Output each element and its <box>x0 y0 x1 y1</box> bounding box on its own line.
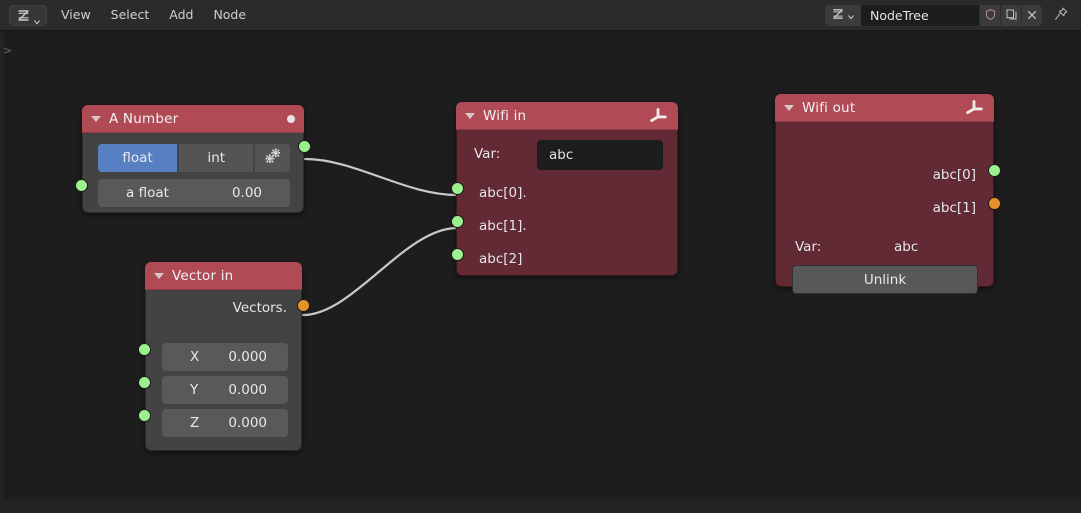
datablock-controls: NodeTree <box>825 0 1081 31</box>
x-icon <box>1026 6 1038 25</box>
socket-vector-x-input[interactable] <box>138 343 151 356</box>
vector-field-y-value: 0.000 <box>228 382 267 398</box>
node-status-dot <box>287 114 295 123</box>
gears-icon <box>263 147 283 169</box>
node-editor-icon <box>16 8 31 23</box>
node-editor-icon <box>831 6 845 25</box>
unlink-datablock-button[interactable] <box>1021 5 1042 26</box>
wifi-out-var-value: abc <box>894 239 919 255</box>
vector-field-z-value: 0.000 <box>228 415 267 431</box>
node-vector-in[interactable]: Vector in Vectors. X 0.000 Y 0.000 Z 0.0… <box>138 262 310 451</box>
node-body-vector-in: Vectors. X 0.000 Y 0.000 Z 0.000 <box>138 290 310 451</box>
socket-vector-y-input[interactable] <box>138 376 151 389</box>
a-float-field-value: 0.00 <box>231 185 262 201</box>
wifi-out-var-label: Var: <box>795 239 822 255</box>
socket-wifi-out-abc0[interactable] <box>988 164 1001 177</box>
node-title-vector-in: Vector in <box>172 267 234 284</box>
socket-vectors-output[interactable] <box>297 299 310 312</box>
datablock-type-selector[interactable] <box>825 5 861 26</box>
editor-header: View Select Add Node <box>0 0 1081 31</box>
number-type-toggle: float int <box>98 144 290 172</box>
socket-abc1[interactable] <box>451 215 464 228</box>
wifi-in-var-label: Var: <box>474 146 501 162</box>
node-title-wifi-out: Wifi out <box>802 99 856 116</box>
fake-user-button[interactable] <box>979 5 1000 26</box>
vector-field-z-label: Z <box>190 415 200 431</box>
node-body-a-number: float int <box>75 133 311 213</box>
node-a-number[interactable]: A Number float int <box>75 105 311 213</box>
socket-a-number-output[interactable] <box>298 140 311 153</box>
socket-a-number-input[interactable] <box>75 179 88 192</box>
socket-wifi-out-abc1[interactable] <box>988 197 1001 210</box>
node-header-a-number[interactable]: A Number <box>82 105 304 133</box>
shield-icon <box>984 6 997 25</box>
three-prong-axis-icon <box>963 97 985 119</box>
unlink-button[interactable]: Unlink <box>792 265 978 294</box>
triangle-down-icon[interactable] <box>465 112 475 119</box>
menu-add[interactable]: Add <box>169 6 194 22</box>
node-title-a-number: A Number <box>109 110 179 127</box>
socket-abc0[interactable] <box>451 182 464 195</box>
toggle-float[interactable]: float <box>98 144 178 172</box>
vector-field-y-label: Y <box>190 382 199 398</box>
pin-button[interactable] <box>1049 5 1073 26</box>
triangle-down-icon[interactable] <box>154 272 164 279</box>
node-links <box>301 157 459 317</box>
wifi-in-output-label-2: abc[2] <box>479 251 523 267</box>
triangle-down-icon[interactable] <box>91 115 101 122</box>
triangle-down-icon[interactable] <box>784 104 794 111</box>
node-title-wifi-in: Wifi in <box>483 107 527 124</box>
menu-node[interactable]: Node <box>213 6 247 22</box>
vector-field-y[interactable]: Y 0.000 <box>162 376 288 404</box>
node-body-wifi-out: abc[0] abc[1] Var: abc Unlink <box>775 122 1001 294</box>
vector-field-x[interactable]: X 0.000 <box>162 343 288 371</box>
pin-icon <box>1053 6 1069 26</box>
socket-abc2[interactable] <box>451 248 464 261</box>
wifi-out-output-label-1: abc[1] <box>932 200 976 216</box>
node-body-wifi-in: Var: abc abc[0]. abc[1]. abc[2] <box>451 130 678 276</box>
toggle-int[interactable]: int <box>179 144 254 172</box>
node-canvas[interactable]: > A Number float int <box>0 31 1081 513</box>
copy-icon <box>1005 6 1018 25</box>
menu-view[interactable]: View <box>61 6 91 22</box>
menu-bar: View Select Add Node <box>61 6 247 22</box>
sidebar-toggle-arrow[interactable]: > <box>3 44 13 57</box>
node-wifi-in[interactable]: Wifi in Var: abc abc[0]. abc[1] <box>451 102 678 276</box>
node-header-vector-in[interactable]: Vector in <box>145 262 302 290</box>
menu-select[interactable]: Select <box>110 6 150 22</box>
wifi-out-output-label-0: abc[0] <box>932 167 976 183</box>
wifi-in-output-label-0: abc[0]. <box>479 185 527 201</box>
chevron-down-icon <box>847 6 855 25</box>
node-wifi-out[interactable]: Wifi out abc[0] abc[1] Var: <box>775 94 1001 294</box>
editor-type-selector[interactable] <box>9 4 47 26</box>
socket-vector-z-input[interactable] <box>138 409 151 422</box>
nodetree-datablock: NodeTree <box>825 5 1042 26</box>
a-float-field[interactable]: a float 0.00 <box>98 179 290 207</box>
vector-output-label: Vectors. <box>232 300 287 316</box>
nodetree-name-field[interactable]: NodeTree <box>861 5 979 26</box>
three-prong-axis-icon <box>647 105 669 127</box>
duplicate-datablock-button[interactable] <box>1000 5 1021 26</box>
vector-field-x-label: X <box>190 349 200 365</box>
node-header-wifi-in[interactable]: Wifi in <box>456 102 678 130</box>
canvas-left-edge <box>0 31 4 513</box>
node-header-wifi-out[interactable]: Wifi out <box>775 94 994 122</box>
wifi-in-var-input[interactable]: abc <box>537 140 663 170</box>
wifi-in-output-label-1: abc[1]. <box>479 218 527 234</box>
settings-button[interactable] <box>255 144 290 172</box>
chevron-down-icon <box>33 11 41 25</box>
canvas-bottom-edge <box>0 499 1081 513</box>
a-float-field-label: a float <box>126 185 169 201</box>
vector-field-z[interactable]: Z 0.000 <box>162 409 288 437</box>
vector-field-x-value: 0.000 <box>228 349 267 365</box>
